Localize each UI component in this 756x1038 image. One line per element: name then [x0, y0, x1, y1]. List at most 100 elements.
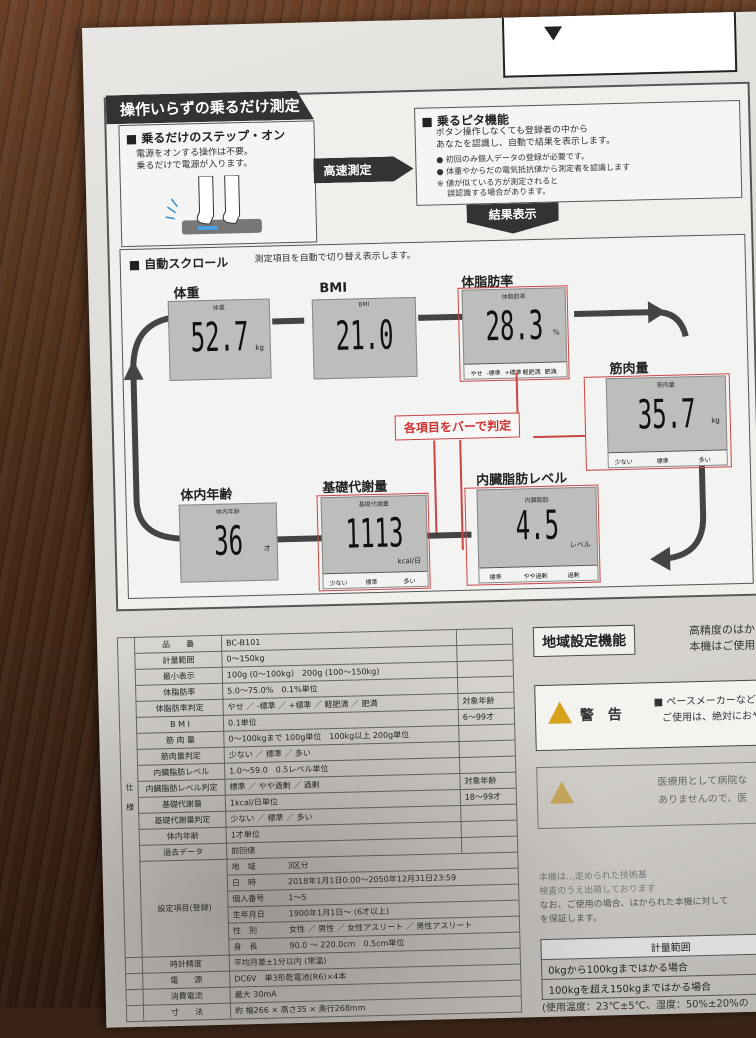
body-age-lcd-label: 体内年齢 [215, 508, 240, 516]
caution-text-2: ありませんので、医 [657, 792, 748, 807]
flow-line [273, 535, 322, 543]
flow-arrow-right-icon [610, 301, 689, 338]
spec-side-blank [126, 989, 144, 1006]
muscle-label: 筋肉量 [609, 361, 649, 378]
spec-setting-value: 女性 ／ 男性 ／ 女性アスリート ／ 男性アスリート [288, 920, 473, 935]
spec-setting-key: 個人番号 [232, 893, 265, 904]
bar-label: 少ない [614, 458, 633, 467]
para-3: なお、ご使用の場合、はかられた本機に対して [539, 896, 729, 912]
bar-label: 多い [403, 578, 416, 586]
bar-label: やせ [470, 370, 483, 378]
fit-note-4: 誤認識する場合があります。 [447, 186, 551, 199]
box-top-slot [501, 12, 738, 78]
spec-note: 18〜99才 [460, 788, 517, 806]
spec-setting-value: 2018年1月1日0:00〜2050年12月31日23:59 [287, 873, 457, 887]
bar-label: 標準 [365, 578, 378, 587]
spec-note: 6〜99才 [458, 708, 515, 726]
spec-side-char: 様 [125, 802, 135, 813]
spec-setting-key: 日 時 [231, 878, 257, 888]
spec-note [456, 628, 513, 646]
bmr-judge-bar: 少ない 標準 多い [323, 570, 428, 589]
flow-arrow-up-icon [123, 313, 188, 542]
flow-line [272, 317, 305, 325]
body-fat-lcd-label: 体脂肪率 [501, 293, 526, 301]
bar-label: +標準 [504, 369, 522, 377]
bmi-value: 21.0 [335, 312, 395, 360]
right-intro-2: 本機はご使用に [689, 638, 756, 654]
feet-on-scale-illustration [165, 174, 262, 235]
para-2: 検査のうえ出荷しております [539, 884, 656, 898]
bar-label: やや過剰 [523, 572, 548, 581]
bmr-unit: kcal/日 [397, 556, 422, 566]
bar-label: 少ない [329, 579, 348, 588]
body-age-value: 36 [213, 518, 244, 565]
bmi-display: BMI 21.0 [311, 296, 418, 380]
bar-label: 肥満 [544, 368, 557, 376]
spec-setting-key: 性 別 [232, 925, 258, 936]
caution-triangle-icon [549, 781, 575, 804]
visceral-fat-judge-bar: 標準 やや過剰 過剰 [479, 564, 598, 583]
weight-unit: kg [255, 343, 264, 352]
para-4: を保証します。 [539, 913, 603, 926]
flow-line [574, 310, 615, 318]
panel-title: 操作いらずの乗るだけ測定 [106, 90, 314, 124]
body-fat-value: 28.3 [484, 302, 544, 351]
right-info-area: 地域設定機能 高精度のはかり 本機はご使用に 警 告 ■ ペースメーカーなど医 … [532, 621, 756, 1027]
bmi-label: BMI [319, 280, 348, 297]
weight-lcd-label: 体重 [212, 304, 225, 312]
spec-setting-value: 1900年1月1日〜 (6才以上) [288, 906, 390, 919]
spec-side-blank [125, 973, 144, 990]
para-1: 本機は…定められた技術基 [538, 870, 648, 884]
bar-label: 多い [698, 456, 711, 465]
spec-note [457, 676, 514, 694]
fit-function-box: ■ 乗るピタ機能 ボタン操作しなくても登録者の中から あなたを認識し、自動で結果… [414, 99, 743, 206]
body-fat-unit: % [552, 328, 560, 337]
usage-condition-note: (使用温度：23℃±5℃、湿度：50%±20%の [541, 998, 749, 1015]
bmr-lcd-label: 基礎代謝量 [358, 500, 389, 509]
weighing-range-table: 計量範囲 0kgから100kgまではかる場合 100kgを超え150kgまではか… [540, 933, 756, 1000]
spec-setting-value: 1〜5 [288, 892, 307, 903]
result-display-arrow: 結果表示 [466, 202, 559, 234]
caution-box: 医療用として病院な ありませんので、医 [536, 760, 756, 830]
body-age-display: 体内年齢 36 才 [178, 502, 279, 583]
fast-measure-arrow: 高速測定 [313, 156, 414, 183]
visceral-fat-value: 4.5 [515, 502, 560, 550]
bmi-lcd-label: BMI [358, 301, 370, 309]
flow-arrow-left-icon [650, 465, 707, 571]
spec-note [456, 660, 514, 678]
spec-note [458, 724, 516, 742]
spec-note: 対象年齢 [459, 772, 517, 790]
spec-note [459, 756, 516, 774]
spec-key: 寸 法 [143, 1003, 231, 1022]
spec-note [460, 820, 518, 838]
warning-text-1: ■ ペースメーカーなど医 [653, 694, 756, 709]
down-triangle-icon [544, 26, 563, 41]
settings-label: 設定項目(登録) [139, 859, 230, 958]
spec-note [456, 644, 514, 662]
auto-scroll-box: ■ 自動スクロール 測定項目を自動で切り替え表示します。 体重 [119, 233, 754, 600]
warning-box: 警 告 ■ ペースメーカーなど医 ご使用は、絶対におや [534, 678, 756, 752]
spec-note: 対象年齢 [457, 692, 515, 710]
spec-note [461, 836, 518, 854]
judge-by-bar-note: 各項目をバーで判定 [394, 412, 521, 441]
muscle-judge-bar: 少ない 標準 多い [608, 449, 727, 468]
step-on-desc-2: 乗るだけで電源が入ります。 [136, 158, 253, 172]
auto-scroll-title: ■ 自動スクロール [128, 255, 229, 272]
bar-label: 標準 [489, 573, 502, 582]
red-leader-line [533, 434, 586, 439]
right-intro-1: 高精度のはかり [688, 622, 756, 638]
bmr-display: 基礎代謝量 1113 kcal/日 少ない 標準 多い [320, 494, 429, 590]
spec-setting-key: 地 域 [231, 862, 256, 872]
visceral-fat-display: 内臓脂肪 4.5 レベル 標準 やや過剰 過剰 [476, 486, 599, 584]
spec-setting-key: 身 長 [233, 941, 258, 952]
weight-value: 52.7 [190, 314, 250, 362]
auto-scroll-desc: 測定項目を自動で切り替え表示します。 [254, 250, 416, 265]
spec-side-blank [125, 957, 143, 974]
bar-label: 過剰 [567, 572, 580, 580]
weight-label: 体重 [173, 286, 200, 302]
bmr-value: 1113 [344, 510, 404, 558]
bar-label: 標準 [656, 457, 669, 466]
bar-label: 軽肥満 [522, 368, 541, 377]
body-fat-display: 体脂肪率 28.3 % やせ -標準 +標準 軽肥満 肥満 [461, 287, 568, 380]
